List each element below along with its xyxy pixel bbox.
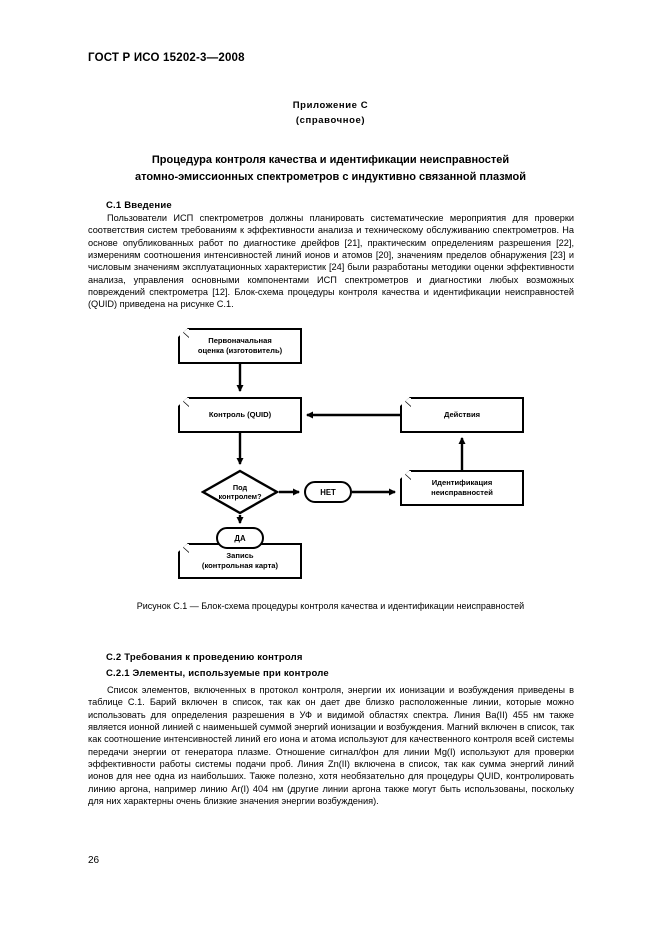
node-record-line-1: Запись [226,551,254,560]
flowchart-node-yes: ДА [216,527,264,549]
flowchart-connectors [236,364,466,549]
flowchart-node-fault-identification: Идентификация неисправностей [400,470,524,506]
corner-notch-icon [400,397,411,407]
flowchart-connector-yes-to-record [236,549,244,571]
decision-line-1: Под [232,483,248,492]
flowchart-node-initial-assessment: Первоначальная оценка (изготовитель) [178,328,302,364]
corner-notch-icon [178,543,189,553]
section-heading-c21: С.2.1 Элементы, используемые при контрол… [106,668,329,679]
yes-label: ДА [234,533,246,543]
standard-code-header: ГОСТ Р ИСО 15202-3—2008 [88,52,245,64]
node-control-label: Контроль (QUID) [208,410,272,419]
diamond-shape-icon [201,469,279,515]
corner-notch-icon [178,328,189,338]
node-record-line-2: (контрольная карта) [201,561,279,570]
annex-block: Приложение С (справочное) [0,98,661,128]
flowchart-node-actions: Действия [400,397,524,433]
section-c1-body: Пользователи ИСП спектрометров должны пл… [88,213,574,310]
section-heading-c1: С.1 Введение [106,200,172,211]
flowchart-node-control-quid: Контроль (QUID) [178,397,302,433]
page-title-line-2: атомно-эмиссионных спектрометров с индук… [135,171,526,183]
figure-caption: Рисунок С.1 — Блок-схема процедуры контр… [136,601,525,611]
decision-label: Под контролем? [201,469,279,515]
page-title: Процедура контроля качества и идентифика… [88,152,573,186]
page-title-line-1: Процедура контроля качества и идентифика… [151,154,510,166]
flowchart-figure: Первоначальная оценка (изготовитель) Кон… [88,325,574,595]
annex-title: Приложение С [292,100,369,111]
node-ident-line-2: неисправностей [431,488,493,497]
decision-line-2: контролем? [218,492,262,501]
node-initial-line-2: оценка (изготовитель) [197,346,283,355]
node-ident-line-1: Идентификация [431,478,493,487]
corner-notch-icon [178,397,189,407]
section-heading-c2: С.2 Требования к проведению контроля [106,652,303,663]
flowchart-node-no: НЕТ [304,481,352,503]
flowchart-node-decision-under-control: Под контролем? [201,469,279,515]
corner-notch-icon [400,470,411,480]
node-initial-line-1: Первоначальная [208,336,272,345]
no-label: НЕТ [320,487,336,497]
node-actions-label: Действия [443,410,481,419]
section-c21-body: Список элементов, включенных в протокол … [88,685,574,807]
page-number: 26 [88,855,100,866]
annex-subtitle: (справочное) [295,115,366,126]
